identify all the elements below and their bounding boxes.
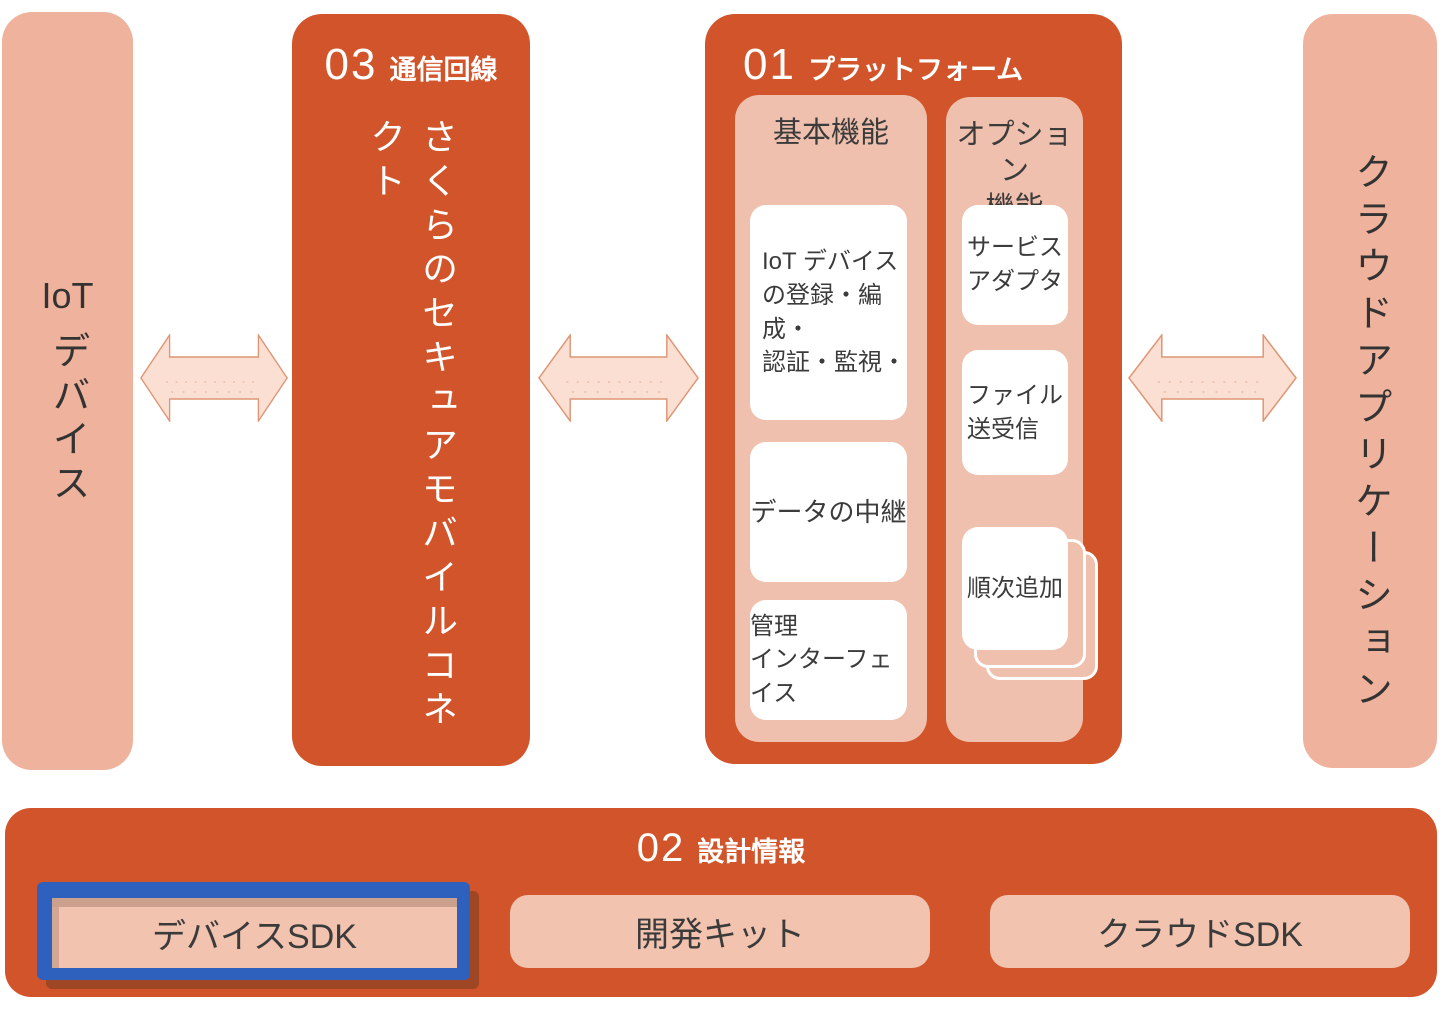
cloud-sdk-button[interactable]: クラウドSDK (990, 895, 1410, 968)
basic-function-card: データの中継 (750, 442, 907, 582)
option-function-card-stacked: 順次追加 (962, 527, 1068, 650)
focus-highlight: デバイスSDK (37, 882, 470, 980)
section-title: プラットフォーム (807, 55, 1024, 85)
iot-device-label-latin: IoT (41, 275, 94, 316)
communication-line-box: 03 通信回線 さくらのセキュアモバイルコネクト (292, 14, 530, 766)
cloud-application-box: クラウドアプリケーション (1303, 14, 1437, 768)
basic-function-card: IoT デバイス の登録・編成・ 認証・監視・ (750, 205, 907, 420)
bidirectional-arrow-icon (140, 334, 288, 422)
option-functions-column: オプション 機能 サービス アダプタ ファイル 送受信 順次追加 (946, 97, 1098, 742)
communication-line-header: 03 通信回線 (292, 14, 530, 90)
iot-device-box: IoT デバイス (2, 12, 133, 770)
cloud-application-label: クラウドアプリケーション (1348, 152, 1391, 716)
section-title: 通信回線 (389, 55, 498, 85)
basic-functions-header: 基本機能 (772, 117, 889, 149)
bidirectional-arrow-icon (1128, 334, 1297, 422)
secure-mobile-connect-label: さくらのセキュアモバイルコネクト (365, 118, 458, 734)
option-function-card: サービス アダプタ (962, 205, 1068, 325)
basic-functions-column: 基本機能 IoT デバイス の登録・編成・ 認証・監視・ データの中継 管理 イ… (735, 95, 927, 742)
bidirectional-arrow-icon (538, 334, 699, 422)
iot-device-label-jp: デバイス (46, 331, 88, 507)
platform-box: 01 プラットフォーム 基本機能 IoT デバイス の登録・編成・ 認証・監視・… (705, 14, 1122, 764)
platform-header: 01 プラットフォーム (705, 14, 1122, 90)
basic-function-card: 管理 インターフェイス (750, 600, 907, 720)
option-function-card: ファイル 送受信 (962, 350, 1068, 475)
development-kit-button[interactable]: 開発キット (510, 895, 930, 968)
device-sdk-button[interactable]: デバイスSDK (52, 898, 457, 968)
section-number: 03 (324, 40, 378, 89)
design-information-header: 02 設計情報 (5, 808, 1437, 871)
section-number: 01 (743, 40, 796, 89)
section-title: 設計情報 (697, 837, 806, 867)
section-number: 02 (636, 826, 686, 870)
